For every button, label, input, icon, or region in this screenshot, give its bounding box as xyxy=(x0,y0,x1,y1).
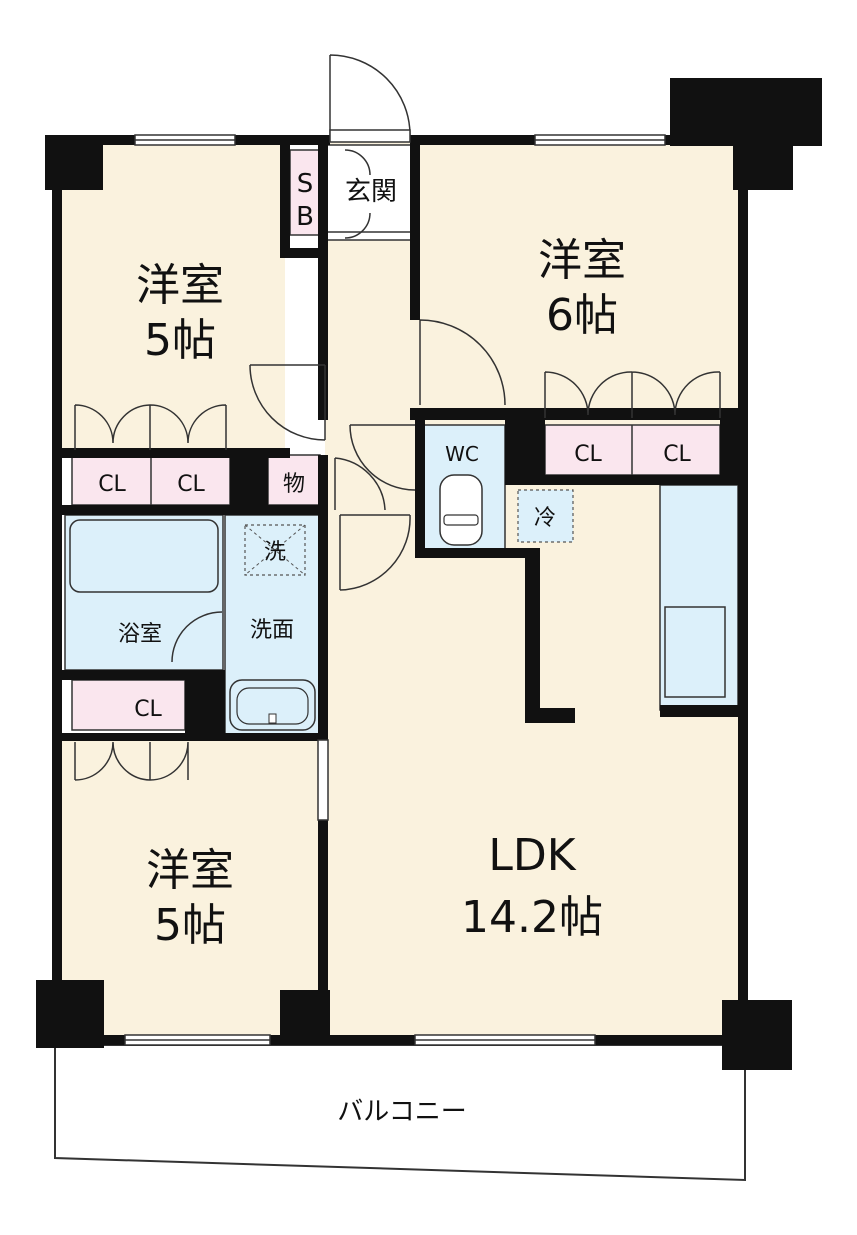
door-storage xyxy=(349,424,416,491)
wc-label: WC xyxy=(445,442,479,466)
door-wash xyxy=(339,514,411,591)
closet-label: CL xyxy=(663,442,691,467)
closet-label: CL xyxy=(134,697,162,722)
doors xyxy=(74,54,721,781)
bathroom-label: 浴室 xyxy=(118,622,162,647)
room-nw-floor xyxy=(60,140,285,452)
bathtub xyxy=(69,519,219,593)
entrance-label: 玄関 xyxy=(345,177,397,207)
sink xyxy=(664,606,726,698)
closet-doors-nw xyxy=(74,404,227,450)
pillar-nw xyxy=(45,135,103,190)
closet-doors-sw xyxy=(74,741,189,781)
door-ne xyxy=(419,319,506,406)
door-wash-top xyxy=(334,457,386,511)
room-nw-name: 洋室 xyxy=(136,260,224,311)
storage-label: 物 xyxy=(283,472,305,497)
toilet xyxy=(439,474,483,546)
windows xyxy=(124,134,666,1046)
closet-label: CL xyxy=(574,442,602,467)
room-sw-size: 5帖 xyxy=(154,900,226,951)
fridge-label: 冷 xyxy=(534,506,556,531)
shoe-box-label-s: S xyxy=(297,169,314,199)
front-door xyxy=(329,54,411,136)
pillar-ne-top xyxy=(670,78,822,146)
walls xyxy=(36,78,822,1070)
room-sw-name: 洋室 xyxy=(146,845,234,896)
closet-sw xyxy=(71,679,186,731)
fridge-space xyxy=(517,489,574,543)
shoe-box xyxy=(289,149,321,236)
pillar-ne xyxy=(733,140,793,190)
pillar-sw xyxy=(36,980,104,1048)
room-ne-size: 6帖 xyxy=(546,290,618,341)
closet-label: CL xyxy=(177,472,205,497)
room-ne-name: 洋室 xyxy=(538,235,626,286)
closet-label: CL xyxy=(98,472,126,497)
pillar-se xyxy=(722,1000,792,1070)
ldk-size: 14.2帖 xyxy=(461,892,603,943)
labels: 洋室 5帖 洋室 6帖 洋室 5帖 LDK 14.2帖 S B 玄関 CL CL… xyxy=(98,169,691,1127)
laundry-label: 洗 xyxy=(264,540,286,565)
door-nw xyxy=(249,364,326,441)
closet-doors-ne xyxy=(544,371,721,418)
washroom-label: 洗面 xyxy=(250,618,294,643)
fixtures xyxy=(69,474,726,731)
room-ne-floor xyxy=(415,140,740,415)
room-nw-size: 5帖 xyxy=(144,315,216,366)
shoe-box-label-b: B xyxy=(296,202,314,232)
balcony-label: バルコニー xyxy=(337,1097,466,1127)
washbasin xyxy=(229,679,316,731)
ldk-name: LDK xyxy=(488,830,576,881)
